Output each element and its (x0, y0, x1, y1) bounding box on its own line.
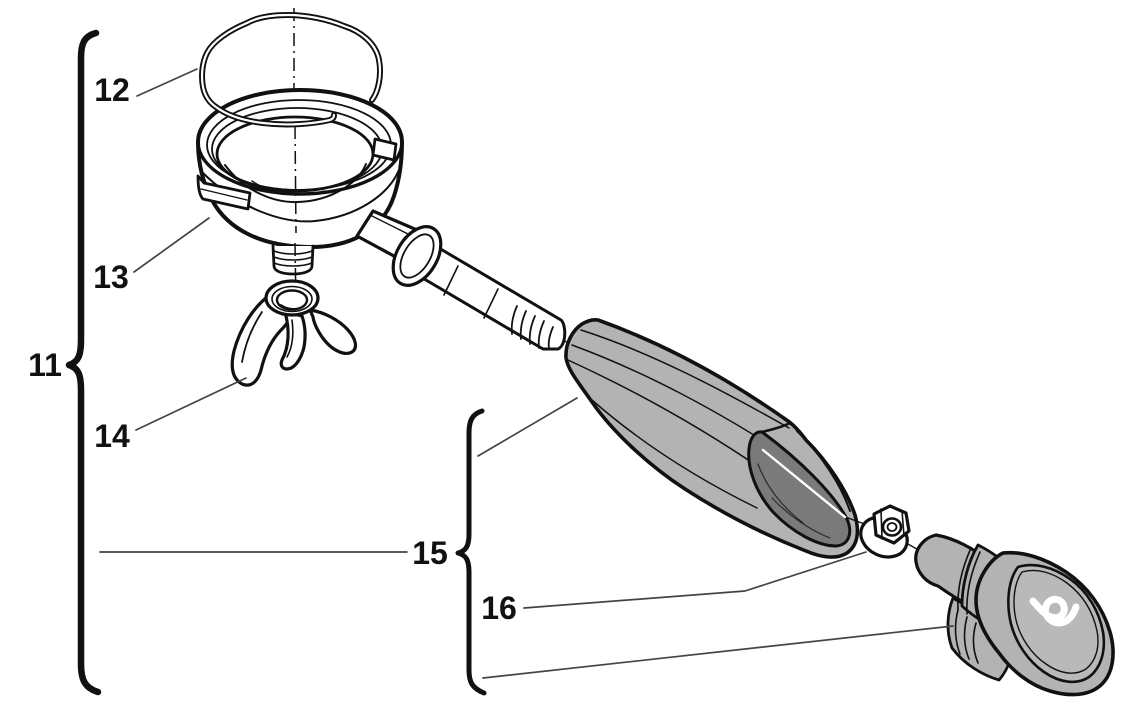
leader-line-13 (133, 217, 210, 273)
handle-end-cap (914, 533, 1115, 697)
leader-line-14 (135, 377, 247, 431)
double-spout (230, 279, 358, 387)
filter-holder-body (196, 88, 404, 276)
brace-group-11 (65, 29, 102, 696)
handle-grip (564, 317, 860, 559)
callout-label-15: 15 (412, 535, 448, 571)
leader-lines (99, 68, 954, 679)
callout-label-13: 13 (93, 259, 129, 295)
callout-label-12: 12 (94, 72, 130, 108)
callout-label-16: 16 (481, 590, 517, 626)
leader-line-12 (136, 68, 198, 97)
leader-line-15-handle (477, 397, 578, 457)
brace-group-15 (455, 408, 487, 696)
callout-label-14: 14 (94, 418, 130, 454)
callout-label-11: 11 (28, 347, 62, 383)
retaining-spring-clip (199, 12, 384, 128)
leader-line-16 (523, 551, 867, 609)
flange-nut (859, 504, 911, 559)
leader-line-endcap (482, 625, 954, 679)
brand-swirl-logo (1029, 595, 1080, 627)
threaded-rod (355, 209, 578, 351)
